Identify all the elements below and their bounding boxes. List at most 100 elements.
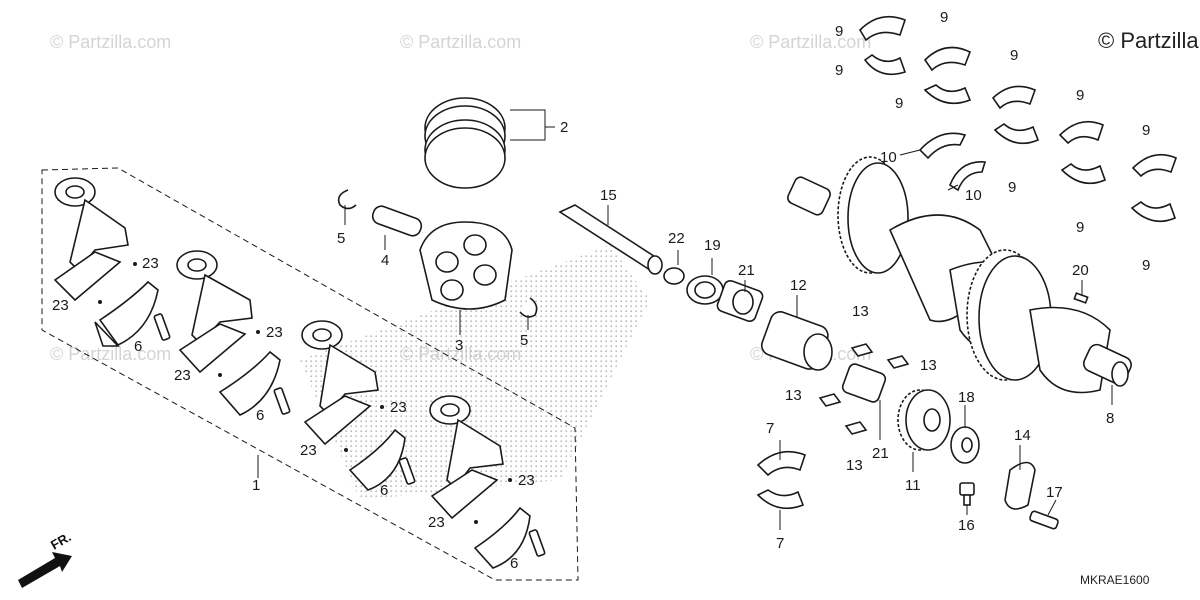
rod-assembly-boundary — [41, 167, 579, 581]
callout-23-b: 23 — [52, 297, 69, 314]
callout-13-b: 13 — [920, 357, 937, 374]
callout-4: 4 — [381, 252, 389, 269]
callout-16: 16 — [958, 517, 975, 534]
watermark-4: © Partzilla.com — [50, 344, 171, 364]
callout-7-top: 7 — [766, 420, 774, 437]
watermark-3: © Partzilla.com — [750, 32, 871, 52]
rod-bolt-4[interactable] — [528, 529, 546, 557]
needle-bearing-lower[interactable] — [841, 362, 887, 403]
callout-5-right: 5 — [520, 332, 528, 349]
callout-2: 2 — [560, 119, 568, 136]
connecting-rod-3[interactable] — [301, 320, 379, 446]
callout-23-d: 23 — [174, 367, 191, 384]
thrust-bearing-upper[interactable] — [918, 132, 967, 160]
watermark-1: © Partzilla.com — [50, 32, 171, 52]
callout-labels: 2 5 4 3 5 15 22 19 21 12 13 13 13 13 21 … — [52, 9, 1150, 572]
rod-bolt-2[interactable] — [273, 387, 291, 415]
crankshaft[interactable] — [786, 156, 1134, 394]
callout-23-h: 23 — [428, 514, 445, 531]
rod-cap-3[interactable] — [348, 428, 406, 491]
clip-a[interactable] — [850, 343, 874, 357]
gear-hub[interactable] — [759, 309, 833, 372]
callout-23-c: 23 — [266, 324, 283, 341]
rod-cap-1[interactable] — [94, 280, 159, 347]
callout-23-a: 23 — [142, 255, 159, 272]
rod-cap-2[interactable] — [218, 350, 281, 416]
dowel-markers — [98, 262, 512, 524]
callout-21-bottom: 21 — [872, 445, 889, 462]
callout-9-d: 9 — [895, 95, 903, 112]
diagram-code: MKRAE1600 — [1080, 573, 1150, 587]
callout-9-e: 9 — [1010, 47, 1018, 64]
callout-21-top: 21 — [738, 262, 755, 279]
callout-9-f: 9 — [1008, 179, 1016, 196]
connecting-rod-4[interactable] — [429, 395, 504, 520]
callout-17: 17 — [1046, 484, 1063, 501]
callout-14: 14 — [1014, 427, 1031, 444]
callout-13-c: 13 — [785, 387, 802, 404]
callout-10-b: 10 — [965, 187, 982, 204]
callout-9-b: 9 — [835, 62, 843, 79]
callout-15: 15 — [600, 187, 617, 204]
shading-area — [300, 245, 650, 500]
rod-cap-4[interactable] — [473, 506, 531, 569]
callout-11: 11 — [905, 477, 921, 494]
callout-7-bottom: 7 — [776, 535, 784, 552]
callout-9-g: 9 — [1076, 87, 1084, 104]
clip-c[interactable] — [818, 393, 842, 407]
watermark-2: © Partzilla.com — [400, 32, 521, 52]
callout-20: 20 — [1072, 262, 1089, 279]
leader-lines — [257, 109, 1113, 530]
callout-13-a: 13 — [852, 303, 869, 320]
callout-9-c: 9 — [940, 9, 948, 26]
piston-pin-clip-right[interactable] — [519, 297, 538, 318]
woodruff-key[interactable] — [1073, 292, 1089, 304]
callout-23-e: 23 — [390, 399, 407, 416]
piston-pin-clip-left[interactable] — [337, 189, 357, 210]
bearing-shell-upper[interactable] — [756, 450, 806, 477]
balancer-gear[interactable] — [897, 389, 951, 451]
callout-6-d: 6 — [510, 555, 518, 572]
callout-12: 12 — [790, 277, 807, 294]
sensor-bracket[interactable] — [1004, 461, 1036, 510]
callout-10-a: 10 — [880, 149, 897, 166]
rod-bolt-3[interactable] — [398, 457, 416, 485]
callout-13-d: 13 — [846, 457, 863, 474]
callout-22: 22 — [668, 230, 685, 247]
clip-d[interactable] — [844, 421, 868, 435]
piston-pin[interactable] — [370, 204, 423, 238]
piston[interactable] — [419, 221, 513, 310]
bearing-shell-lower[interactable] — [756, 489, 805, 510]
callout-9-h: 9 — [1076, 219, 1084, 236]
callout-9-i: 9 — [1142, 122, 1150, 139]
callout-1: 1 — [252, 477, 260, 494]
clip-b[interactable] — [886, 355, 910, 369]
callout-9-a: 9 — [835, 23, 843, 40]
callout-23-g: 23 — [518, 472, 535, 489]
copyright-label: © Partzilla.com — [1098, 28, 1200, 53]
callout-6-c: 6 — [380, 482, 388, 499]
primary-shaft[interactable] — [558, 204, 663, 275]
thrust-bearing-lower[interactable] — [949, 161, 987, 192]
callout-3: 3 — [455, 337, 463, 354]
shaft-washer[interactable] — [663, 267, 685, 285]
callout-5-left: 5 — [337, 230, 345, 247]
main-bearing-set[interactable] — [858, 15, 1178, 223]
callout-23-f: 23 — [300, 442, 317, 459]
callout-8: 8 — [1106, 410, 1114, 427]
callout-6-b: 6 — [256, 407, 264, 424]
small-bolt[interactable] — [959, 482, 975, 506]
front-label: FR. — [48, 529, 74, 552]
piston-rings[interactable] — [424, 97, 506, 189]
rod-bolt-1[interactable] — [153, 313, 171, 341]
connecting-rod-2[interactable] — [176, 250, 253, 374]
callout-6-a: 6 — [134, 338, 142, 355]
front-direction-indicator: FR. — [18, 529, 74, 588]
callout-9-j: 9 — [1142, 257, 1150, 274]
callout-18: 18 — [958, 389, 975, 406]
connecting-rod-1[interactable] — [53, 177, 129, 302]
flange-bolt[interactable] — [1029, 510, 1059, 530]
callout-19: 19 — [704, 237, 721, 254]
